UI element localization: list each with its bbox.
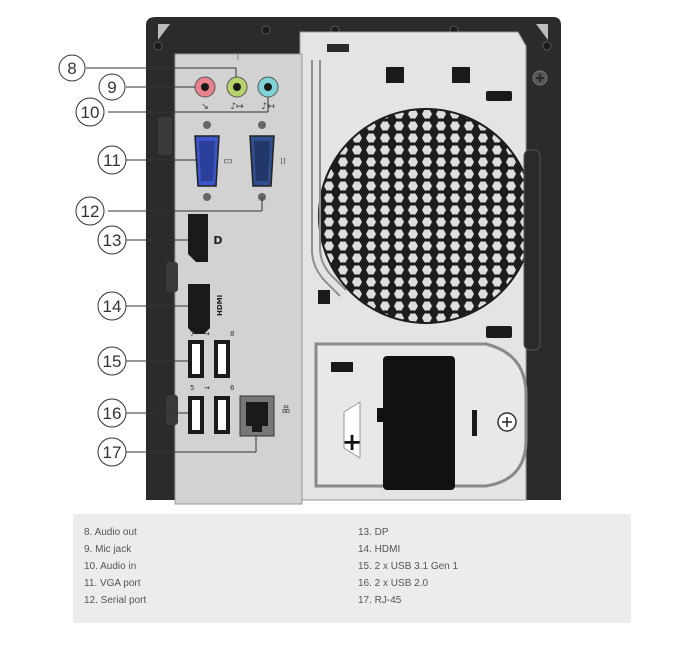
svg-text:13: 13 [103, 231, 122, 250]
displayport-port: D [188, 214, 223, 262]
rear-panel-diagram: + ↘ ♪↦ ♪↤ ▭ ⁞⁞ [58, 17, 561, 505]
io-shield [158, 53, 303, 505]
svg-text:8: 8 [67, 59, 76, 78]
power-supply: + [314, 342, 528, 490]
handle-clip [486, 326, 512, 338]
svg-text:5: 5 [190, 384, 194, 392]
port-legend: 8. Audio out 9. Mic jack 10. Audio in 11… [73, 514, 631, 623]
vga-icon: ▭ [223, 156, 232, 167]
callout-8: 8 [58, 54, 86, 82]
svg-text:17: 17 [103, 443, 122, 462]
rj45-port: 品 [239, 395, 290, 437]
callout-10: 10 [75, 97, 105, 127]
legend-item: 15. 2 x USB 3.1 Gen 1 [358, 561, 459, 572]
callout-9: 9 [98, 73, 126, 101]
svg-text:10: 10 [81, 103, 100, 122]
legend-item: 10. Audio in [84, 561, 137, 572]
hdmi-port: HDMI [188, 284, 224, 334]
fan-grille [318, 108, 534, 324]
slot-latch [318, 290, 330, 304]
usb20-ports [188, 396, 230, 434]
callout-17: 17 [97, 437, 127, 467]
legend-column-right: 13. DP 14. HDMI 15. 2 x USB 3.1 Gen 1 16… [358, 524, 458, 609]
legend-item: 17. RJ-45 [358, 595, 402, 606]
legend-column-left: 8. Audio out 9. Mic jack 10. Audio in 11… [84, 524, 146, 609]
legend-item: 12. Serial port [84, 595, 147, 606]
serial-port [249, 121, 275, 201]
svg-text:6: 6 [230, 384, 235, 392]
svg-text:12: 12 [81, 202, 100, 221]
legend-item: 16. 2 x USB 2.0 [358, 578, 429, 589]
callout-11: 11 [97, 145, 127, 175]
svg-text:16: 16 [103, 404, 122, 423]
callout-13: 13 [97, 225, 127, 255]
usb-icon: ⇝ [204, 330, 210, 338]
callout-14: 14 [97, 291, 127, 321]
svg-text:14: 14 [103, 297, 122, 316]
audio-jacks: ↘ ♪↦ ♪↤ [194, 76, 279, 112]
svg-text:15: 15 [103, 352, 122, 371]
headphone-out-icon: ♪↦ [230, 102, 243, 112]
callout-15: 15 [97, 346, 127, 376]
svg-text:9: 9 [107, 78, 116, 97]
serial-icon: ⁞⁞ [280, 157, 286, 167]
svg-text:11: 11 [103, 151, 121, 170]
svg-text:8: 8 [230, 330, 234, 338]
legend-item: 8. Audio out [84, 527, 137, 538]
cable-routing [311, 60, 347, 297]
legend-item: 9. Mic jack [84, 544, 132, 555]
callout-16: 16 [97, 398, 127, 428]
svg-text:7: 7 [190, 330, 194, 338]
mic-icon: ↘ [201, 102, 209, 112]
svg-text:+: + [342, 428, 362, 456]
legend-item: 14. HDMI [358, 544, 401, 555]
dp-icon: D [213, 234, 222, 247]
hdmi-mark: HDMI [216, 295, 224, 316]
network-icon: 品 [282, 405, 290, 414]
callout-12: 12 [75, 196, 105, 226]
leader-lines [86, 67, 269, 453]
legend-item: 11. VGA port [84, 578, 141, 589]
legend-item: 13. DP [358, 527, 389, 538]
side-handle [523, 149, 541, 351]
svg-text:⇝: ⇝ [204, 384, 210, 392]
vga-port [194, 121, 220, 201]
usb31-ports: 7 ⇝ 8 5 ⇝ 6 [188, 330, 235, 392]
